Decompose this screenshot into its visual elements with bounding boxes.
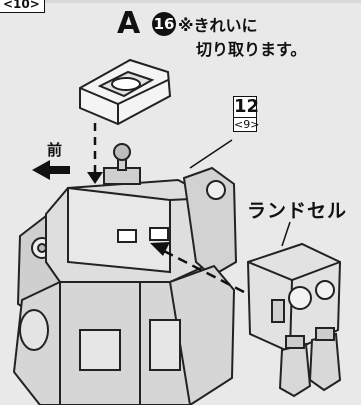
previous-step-label: <10> [0,0,45,13]
step-box: 12 <9> [233,96,260,132]
front-arrow-icon [32,160,70,180]
part-letter: A [117,6,142,41]
step-leader-line [189,139,233,169]
front-label: 前 [47,141,63,159]
backpack-leader-line [281,221,291,247]
backpack-label: ランドセル [247,200,348,222]
step-sub-number: <9> [233,118,260,132]
cut-note-line2: 切り取ります。 [196,40,307,59]
part-a16-illustration [79,58,172,126]
step-number: 12 [233,96,260,118]
cut-note-line1: ※きれいに [178,16,258,35]
guide-arrow-head [87,172,103,184]
part-number-badge: 16 [152,12,176,36]
torso-illustration [12,143,238,405]
backpack-illustration [246,242,342,398]
assembly-arrow-head [150,242,170,256]
